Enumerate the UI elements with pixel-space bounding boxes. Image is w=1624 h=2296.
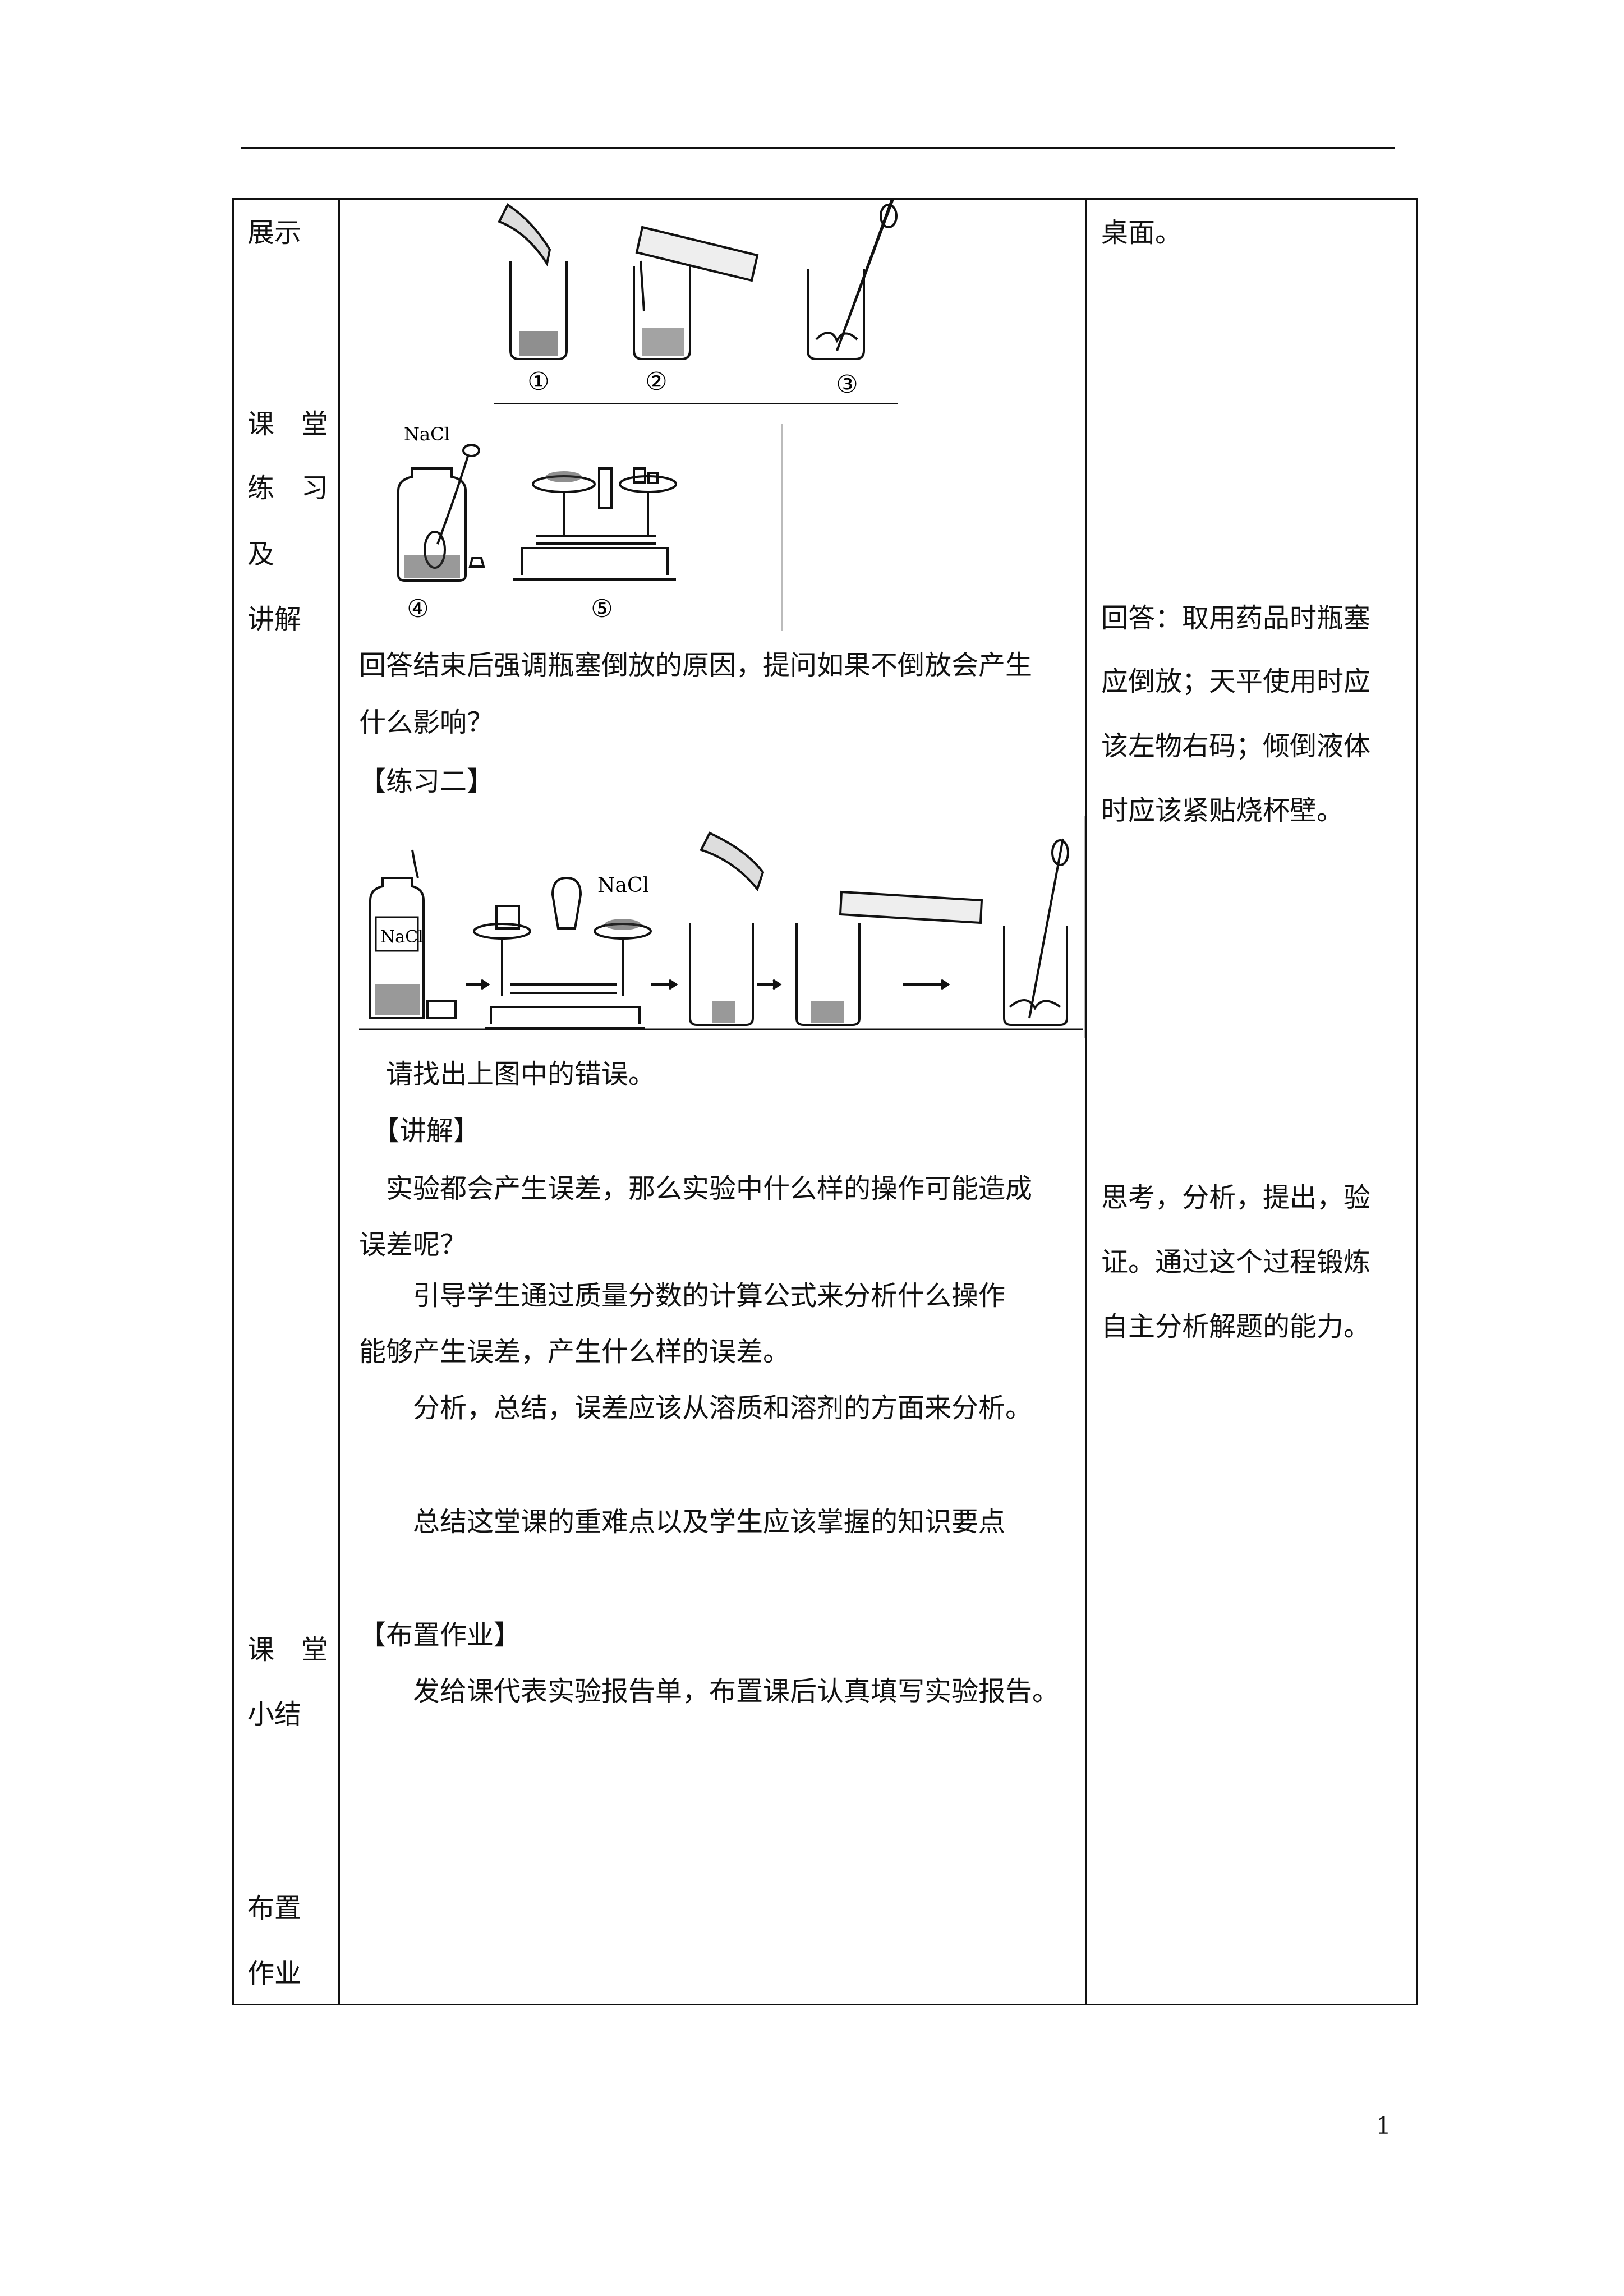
page-number: 1 <box>1376 2112 1391 2139</box>
analysis-line: 分析，总结，误差应该从溶质和溶剂的方面来分析。 <box>359 1392 1033 1424</box>
answer-line-1: 回答：取用药品时瓶塞 <box>1101 602 1371 634</box>
homework-heading: 【布置作业】 <box>359 1619 521 1651</box>
explain-heading: 【讲解】 <box>359 1115 481 1147</box>
answer-line-3: 该左物右码；倾倒液体 <box>1101 730 1371 762</box>
label-zhanshi: 展示 <box>247 217 302 249</box>
explain-line-1: 实验都会产生误差，那么实验中什么样的操作可能造成 <box>359 1173 1033 1204</box>
exercise2-heading: 【练习二】 <box>359 766 494 797</box>
cylinder-icon <box>635 226 759 282</box>
right-line-top: 桌面。 <box>1101 217 1183 249</box>
homework-line: 发给课代表实验报告单，布置课后认真填写实验报告。 <box>359 1676 1060 1707</box>
column-divider-right <box>1085 200 1087 2004</box>
label-zuoye: 作业 <box>247 1958 302 1989</box>
column-divider-left <box>338 200 340 2004</box>
fig-label-5: ⑤ <box>591 595 613 623</box>
lesson-table <box>232 198 1418 2005</box>
figure-weighing: NaCl ④ ⑤ <box>397 424 783 631</box>
header-rule <box>241 147 1395 149</box>
label-ji: 及 <box>247 539 275 570</box>
question-line-1: 回答结束后强调瓶塞倒放的原因，提问如果不倒放会产生 <box>359 650 1033 681</box>
label-xiaojie: 小结 <box>247 1699 302 1730</box>
answer-line-2: 应倒放；天平使用时应 <box>1101 666 1371 697</box>
label-ketang: 课 堂 <box>247 408 329 440</box>
think-line-3: 自主分析解题的能力。 <box>1101 1311 1371 1342</box>
explain-line-2: 误差呢？ <box>359 1229 467 1260</box>
cylinder-icon <box>839 890 983 924</box>
jar-icon <box>397 467 467 582</box>
guide-line-1: 引导学生通过质量分数的计算公式来分析什么操作 <box>359 1280 1006 1312</box>
fig-label-3: ③ <box>836 370 858 399</box>
beaker-icon <box>633 266 691 360</box>
beaker-icon <box>795 923 861 1026</box>
think-line-2: 证。通过这个过程锻炼 <box>1101 1246 1371 1278</box>
beaker-icon <box>509 261 568 360</box>
nacl-label-jar: NaCl <box>380 927 424 947</box>
nacl-label: NaCl <box>404 424 450 445</box>
fig-label-2: ② <box>645 367 667 396</box>
fig-label-1: ① <box>527 367 549 396</box>
fig-label-4: ④ <box>407 595 429 623</box>
find-errors: 请找出上图中的错误。 <box>359 1059 656 1090</box>
guide-line-2: 能够产生误差，产生什么样的误差。 <box>359 1336 790 1368</box>
figure-dissolving-steps: ① ② ③ <box>494 199 898 404</box>
paper-icon <box>498 203 551 267</box>
balance-base-icon <box>521 547 669 575</box>
figure-process-strip: NaCl NaCl <box>359 816 1085 1038</box>
beaker-icon <box>689 923 754 1026</box>
beaker-icon <box>1003 926 1068 1026</box>
jar-icon <box>369 877 425 1019</box>
label-lianxi: 练 习 <box>247 472 329 504</box>
answer-line-4: 时应该紧贴烧杯壁。 <box>1101 795 1344 826</box>
paper-icon <box>700 831 765 892</box>
label-buzhi: 布置 <box>247 1893 302 1924</box>
beaker-icon <box>807 269 865 360</box>
pan-left-icon <box>473 923 531 940</box>
label-ketang-2: 课 堂 <box>247 1634 329 1665</box>
rod-icon <box>1028 838 1064 1019</box>
nacl-label-balance: NaCl <box>597 874 649 897</box>
label-jiangjie: 讲解 <box>247 604 302 635</box>
question-line-2: 什么影响？ <box>359 707 494 738</box>
think-line-1: 思考，分析，提出，验 <box>1101 1182 1371 1213</box>
summary-line: 总结这堂课的重难点以及学生应该掌握的知识要点 <box>359 1506 1006 1538</box>
balance-base-icon <box>490 1006 641 1024</box>
